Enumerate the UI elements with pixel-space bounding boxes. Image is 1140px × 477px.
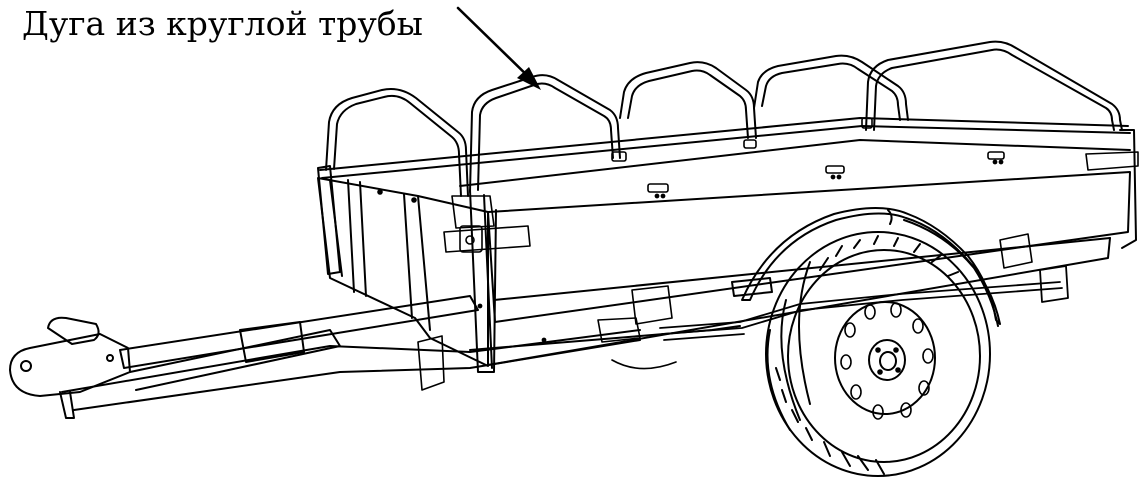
- wheel: [765, 231, 991, 477]
- wheel-holes: [840, 302, 934, 420]
- hitch-coupler: [9, 316, 131, 419]
- fender: [731, 207, 1001, 327]
- far-wheel: [611, 359, 677, 370]
- drawbar: [61, 295, 741, 411]
- cargo-body: [317, 129, 1137, 373]
- callout-label: Дуга из круглой трубы: [22, 4, 423, 43]
- tube-bows: [325, 40, 1123, 197]
- body-hardware: [377, 117, 1139, 391]
